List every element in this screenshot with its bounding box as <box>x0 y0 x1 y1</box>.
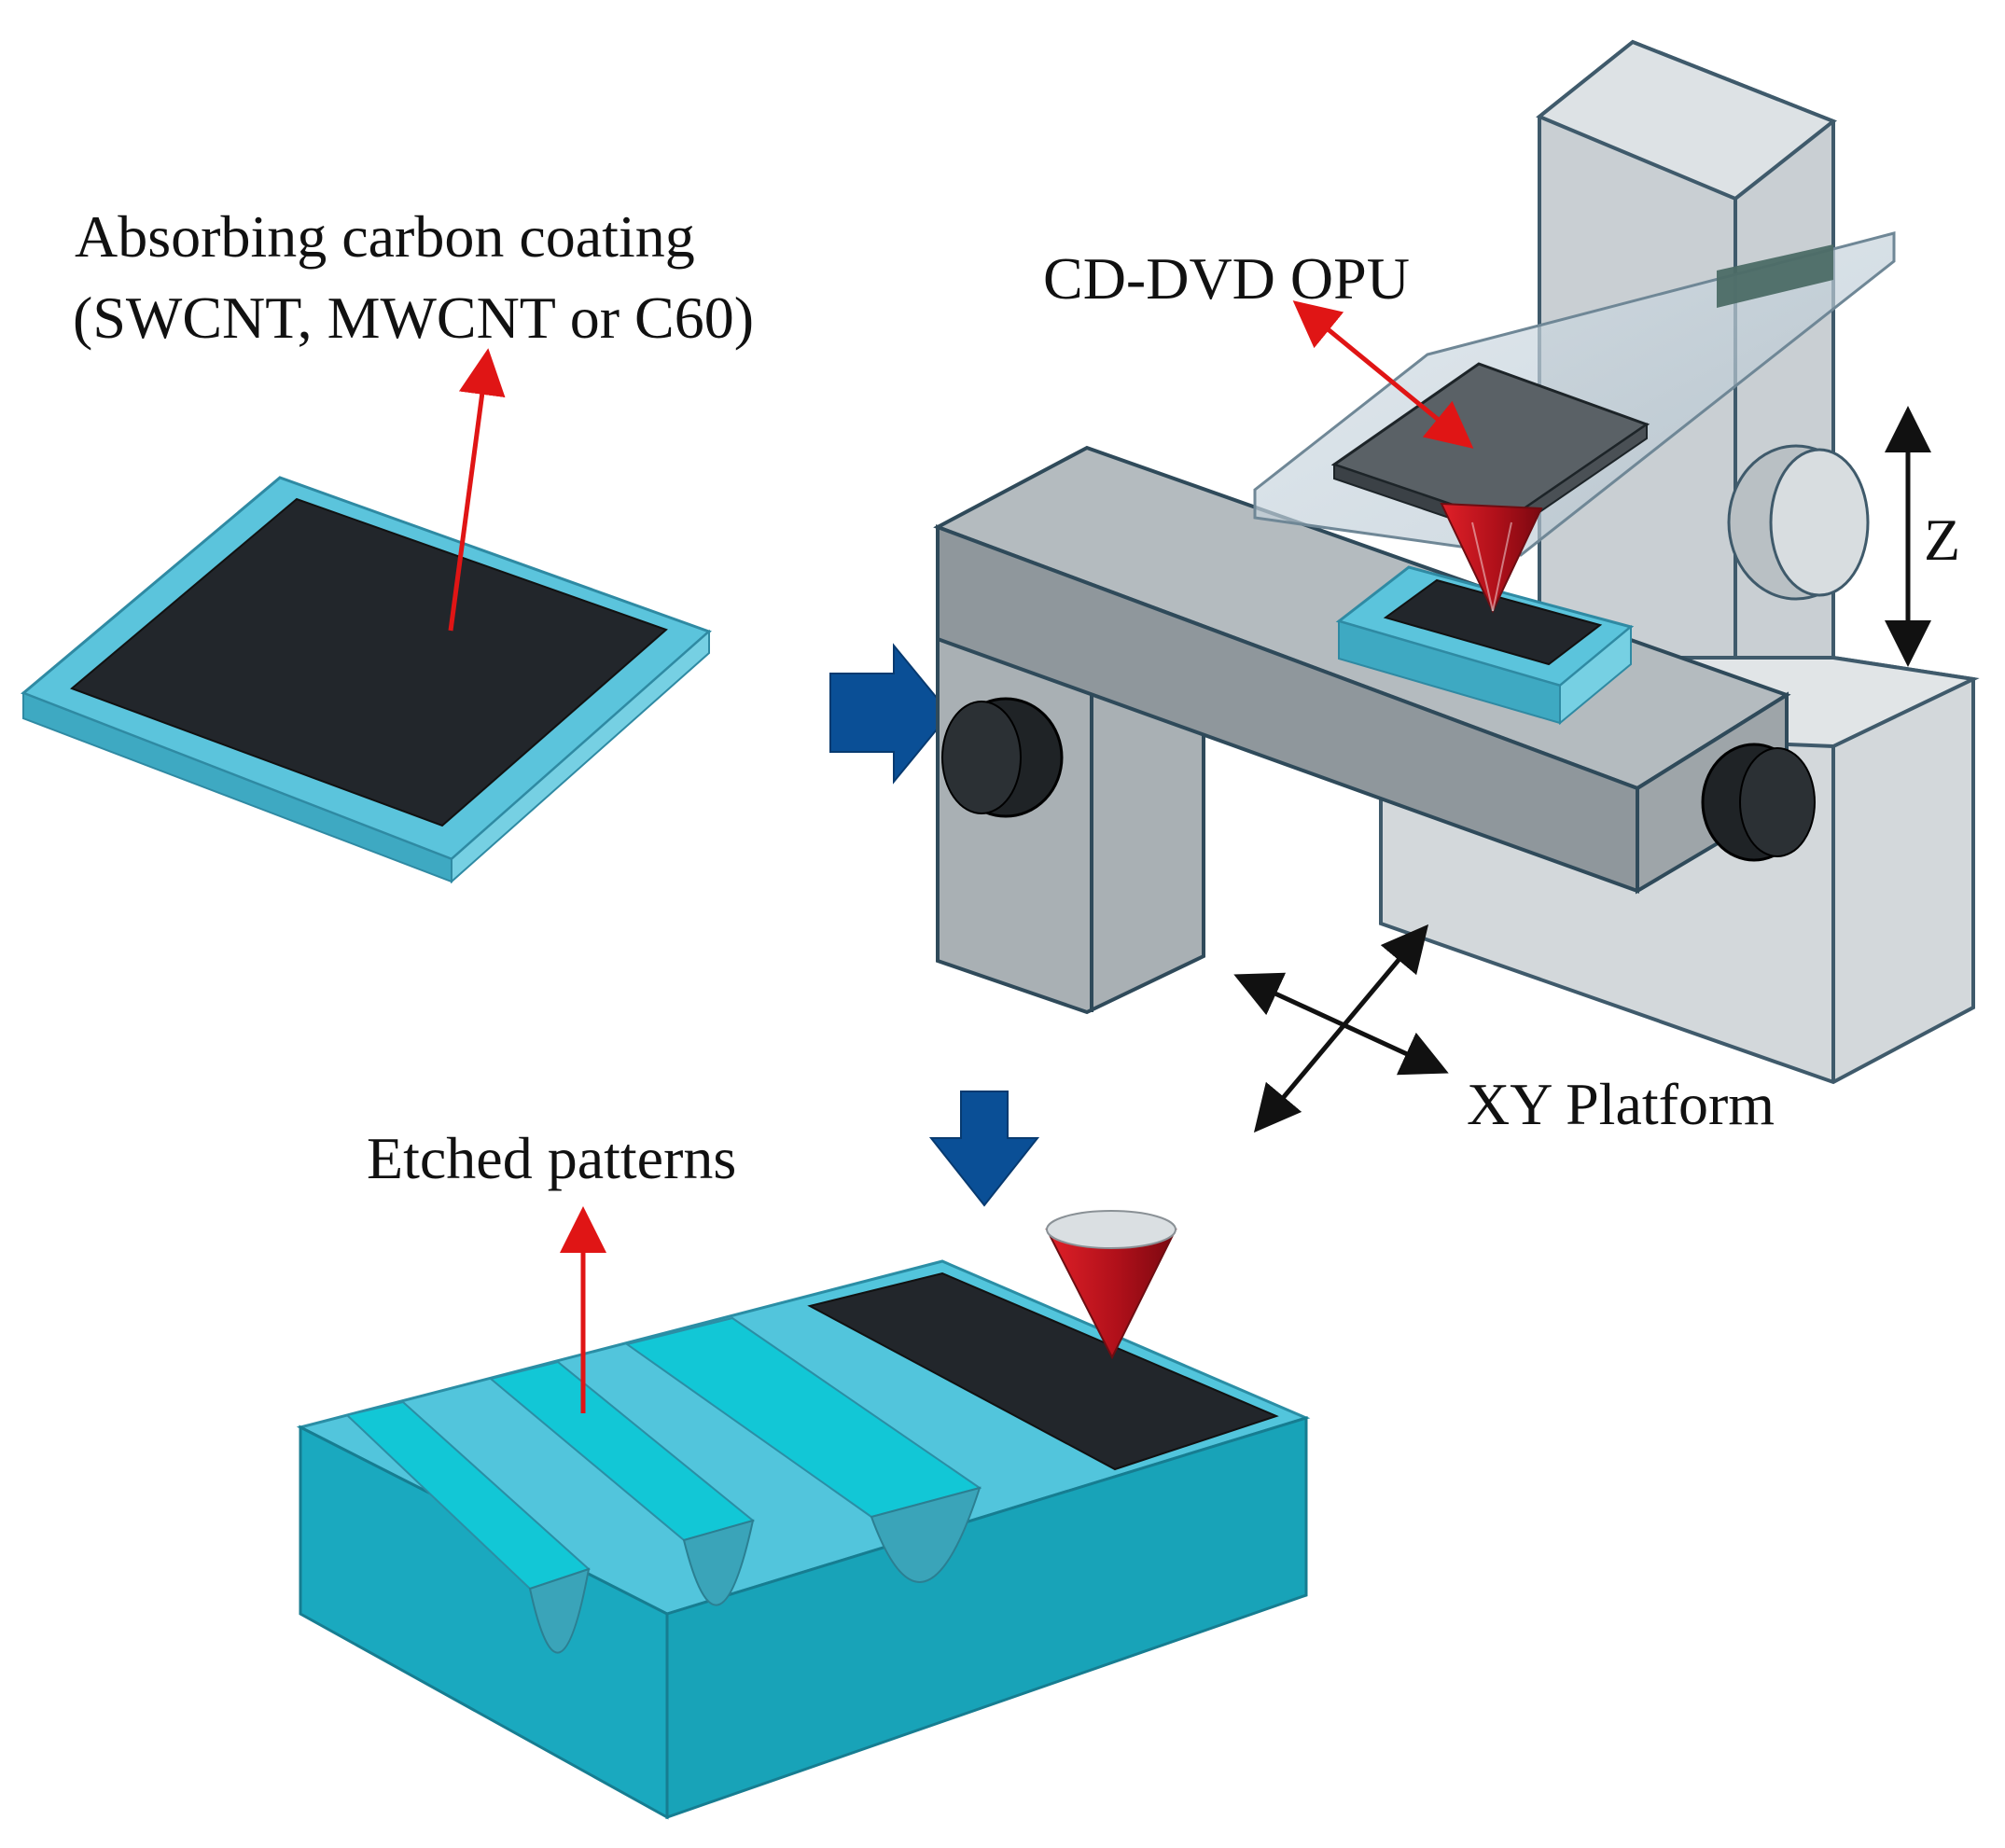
xy-platform-label: XY Platform <box>1467 1071 1775 1137</box>
etched-substrate <box>296 1210 1311 1820</box>
coating-annotation-arrow <box>448 348 506 632</box>
etching-machine <box>933 39 1980 1085</box>
down-arrow-icon <box>928 1091 1040 1207</box>
coating-label-line2: (SWCNT, MWCNT or C60) <box>73 285 754 351</box>
etched-label: Etched patterns <box>367 1125 736 1191</box>
opu-annotation-arrow <box>1292 300 1474 449</box>
coating-label-line1: Absorbing carbon coating <box>75 203 695 270</box>
z-axis-label: Z <box>1924 507 1960 573</box>
opu-label: CD-DVD OPU <box>1043 245 1410 312</box>
xy-cross-arrow-icon <box>1233 924 1449 1133</box>
right-arrow-icon <box>829 643 952 785</box>
coated-substrate <box>21 476 712 884</box>
